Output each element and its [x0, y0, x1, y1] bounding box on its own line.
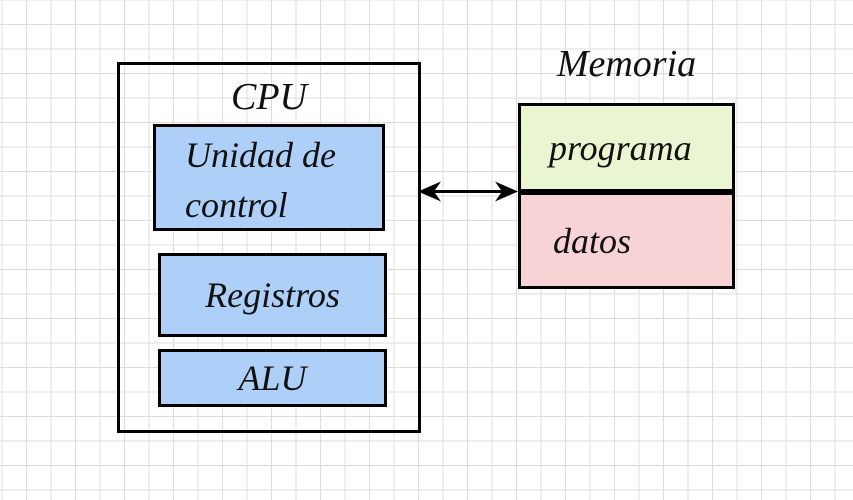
memory-title: Memoria [556, 43, 697, 85]
data-memory-label: datos [553, 220, 632, 261]
alu-label: ALU [238, 358, 307, 398]
control-unit-label: Unidad de control [185, 135, 336, 225]
arrowhead-left-icon [418, 181, 441, 202]
registers-label: Registros [205, 275, 340, 315]
data-memory-box: datos [518, 192, 735, 289]
registers-box: Registros [158, 253, 387, 337]
cpu-box: CPU [117, 62, 421, 433]
double-arrow-icon [418, 181, 518, 202]
cpu-title: CPU [231, 76, 307, 118]
program-memory-box: programa [518, 103, 735, 192]
control-unit-box: Unidad de control [153, 124, 385, 231]
arrowhead-right-icon [495, 181, 518, 202]
program-memory-label: programa [549, 127, 692, 168]
alu-box: ALU [158, 349, 387, 407]
